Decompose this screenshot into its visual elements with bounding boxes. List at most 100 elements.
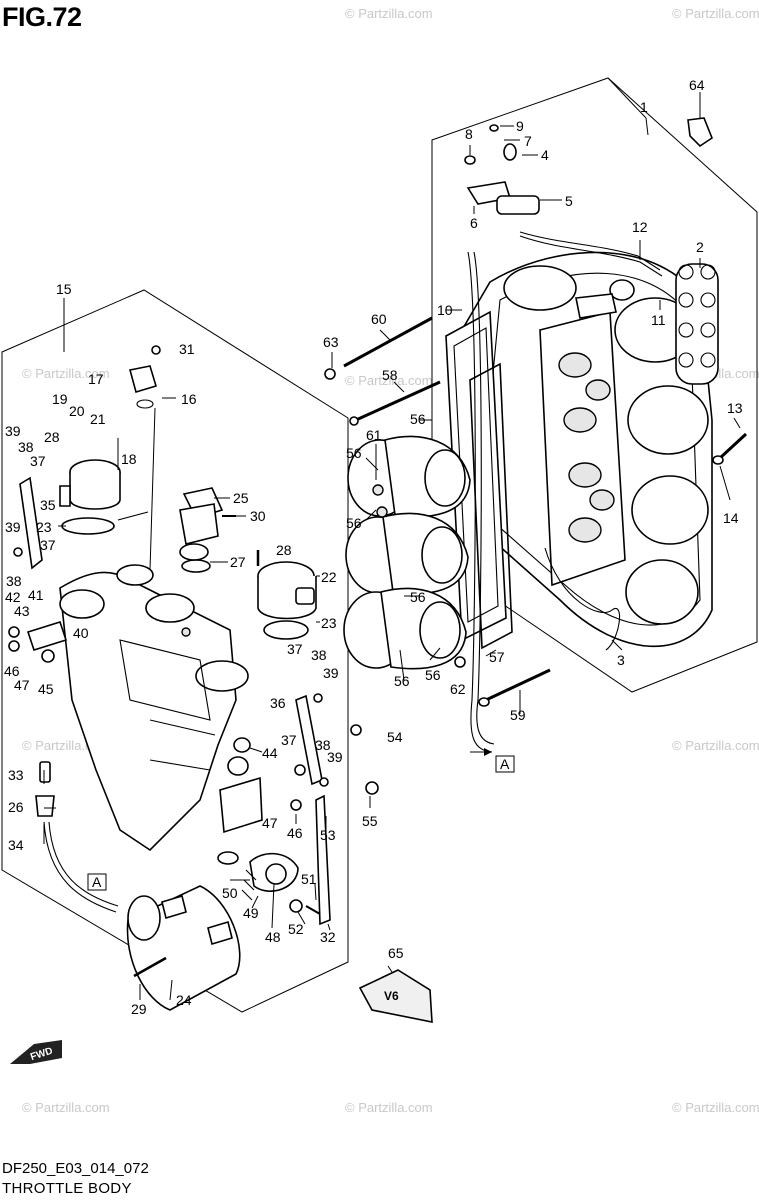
callout-38d: 38 (315, 737, 331, 753)
callout-56b: 56 (346, 445, 362, 461)
callout-17: 17 (88, 371, 104, 387)
callout-40: 40 (73, 625, 89, 641)
callout-28b: 28 (276, 542, 292, 558)
callout-41: 41 (28, 587, 44, 603)
emblem-text: V6 (384, 989, 399, 1003)
sensor-bracket (464, 124, 663, 319)
throttle-body-housing (59, 564, 249, 852)
watermark: © Partzilla.com (345, 1100, 433, 1115)
intake-runners (343, 435, 471, 670)
callout-47b: 47 (262, 815, 278, 831)
callout-27: 27 (230, 554, 246, 570)
callout-10: 10 (437, 302, 453, 318)
watermark: © Partzilla.com (672, 738, 759, 753)
callout-48: 48 (265, 929, 281, 945)
callout-6: 6 (470, 215, 478, 231)
callout-19: 19 (52, 391, 68, 407)
sensor-16 (129, 345, 161, 409)
callout-36: 36 (270, 695, 286, 711)
long-bolts (324, 316, 551, 707)
drawing-code: DF250_E03_014_072 (2, 1160, 149, 1177)
callout-53: 53 (320, 827, 336, 843)
callout-23a: 23 (36, 519, 52, 535)
nuts (350, 656, 466, 795)
callout-25: 25 (233, 490, 249, 506)
watermark: © Partzilla.com (672, 6, 759, 21)
callout-37c: 37 (287, 641, 303, 657)
callout-39a: 39 (5, 423, 21, 439)
figure-title: FIG.72 (2, 2, 82, 32)
callout-38a: 38 (18, 439, 34, 455)
svg-text:A: A (500, 756, 510, 772)
callout-44: 44 (262, 745, 278, 761)
callout-33: 33 (8, 767, 24, 783)
callout-1: 1 (640, 99, 648, 115)
callout-65: 65 (388, 945, 404, 961)
isc-valve (179, 487, 236, 573)
intake-manifold (461, 251, 713, 651)
callout-47a: 47 (14, 677, 30, 693)
callout-21: 21 (90, 411, 106, 427)
callout-56c: 56 (346, 515, 362, 531)
callout-63: 63 (323, 334, 339, 350)
callout-12: 12 (632, 219, 648, 235)
control-links (13, 476, 331, 926)
gasket-2 (675, 263, 719, 385)
throttle-valve (256, 550, 317, 640)
callout-7: 7 (524, 133, 532, 149)
callout-32: 32 (320, 929, 336, 945)
callout-60: 60 (371, 311, 387, 327)
callout-58: 58 (382, 367, 398, 383)
callout-34: 34 (8, 837, 24, 853)
bolt-13 (712, 432, 748, 465)
callout-56d: 56 (410, 589, 426, 605)
callout-42: 42 (5, 589, 21, 605)
callout-13: 13 (727, 400, 743, 416)
callout-39d: 39 (327, 749, 343, 765)
callout-45: 45 (38, 681, 54, 697)
callout-56a: 56 (410, 411, 426, 427)
watermark: © Partzilla.com (345, 6, 433, 21)
callout-18: 18 (121, 451, 137, 467)
v6-emblem: V6 (358, 969, 433, 1023)
callout-37b: 37 (40, 537, 56, 553)
callout-22: 22 (321, 569, 337, 585)
callout-38c: 38 (311, 647, 327, 663)
fwd-arrow-logo: FWD (10, 1040, 62, 1064)
watermark: © Partzilla.com (672, 1100, 759, 1115)
callout-56f: 56 (394, 673, 410, 689)
callout-26: 26 (8, 799, 24, 815)
callout-29: 29 (131, 1001, 147, 1017)
section-title: THROTTLE BODY (2, 1180, 132, 1197)
callout-51: 51 (301, 871, 317, 887)
callout-50: 50 (222, 885, 238, 901)
callout-52: 52 (288, 921, 304, 937)
callout-49: 49 (243, 905, 259, 921)
solenoid-24 (126, 885, 241, 1011)
callout-28a: 28 (44, 429, 60, 445)
callout-30: 30 (250, 508, 266, 524)
callout-35: 35 (40, 497, 56, 513)
watermark: © Partzilla.com (22, 1100, 110, 1115)
callout-59: 59 (510, 707, 526, 723)
callout-37d: 37 (281, 732, 297, 748)
section-ref-a-left: A (87, 873, 107, 891)
bracket-40 (8, 621, 68, 663)
callout-61: 61 (366, 427, 382, 443)
svg-text:A: A (92, 874, 102, 890)
callout-9: 9 (516, 118, 524, 134)
callout-20: 20 (69, 403, 85, 419)
callout-57: 57 (489, 649, 505, 665)
callout-62: 62 (450, 681, 466, 697)
watermark: © Partzilla.com (345, 373, 433, 388)
callout-8: 8 (465, 126, 473, 142)
callout-39b: 39 (5, 519, 21, 535)
throttle-body-group-outline (1, 289, 349, 1013)
callout-54: 54 (387, 729, 403, 745)
callout-46b: 46 (287, 825, 303, 841)
callout-14: 14 (723, 510, 739, 526)
callout-5: 5 (565, 193, 573, 209)
callout-56e: 56 (425, 667, 441, 683)
callout-43: 43 (14, 603, 30, 619)
